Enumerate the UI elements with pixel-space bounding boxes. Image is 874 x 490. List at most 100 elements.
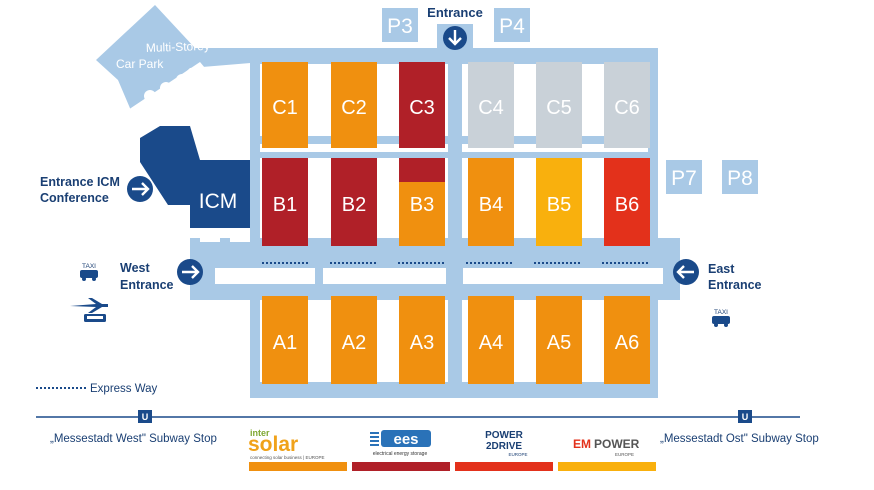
hall-block	[331, 296, 377, 384]
hall-c5[interactable]: C5	[536, 62, 582, 148]
exhibition-color-bars	[249, 462, 656, 471]
subway-east-letter: U	[742, 412, 749, 422]
hall-block	[604, 62, 650, 148]
subway-east-label: „Messestadt Ost" Subway Stop	[660, 433, 819, 445]
west-entrance[interactable]	[177, 259, 203, 285]
hall-b2[interactable]: B2	[331, 158, 377, 246]
hall-label: B3	[410, 194, 434, 216]
svg-text:inter: inter	[250, 428, 270, 438]
subway-east-icon	[738, 410, 752, 423]
subway-west-icon	[138, 410, 152, 423]
power2drive-logo: POWER 2DRIVE EUROPE	[485, 430, 527, 457]
parking-label: P3	[387, 15, 413, 38]
hall-block	[604, 158, 650, 246]
hall-label: B6	[615, 194, 639, 216]
hall-block	[536, 62, 582, 148]
hall-a3[interactable]: A3	[399, 296, 445, 384]
empower-logo: EM POWER EUROPE	[573, 437, 640, 457]
hall-block	[262, 158, 308, 246]
east-label: East	[708, 262, 735, 276]
south-corridor	[250, 382, 658, 398]
hall-label: B2	[342, 194, 366, 216]
hall-label: B1	[273, 194, 297, 216]
top-entrance[interactable]	[437, 24, 473, 50]
hall-label: C2	[341, 97, 367, 119]
power2drive-color-bar	[455, 462, 553, 471]
b-connector	[260, 152, 658, 158]
intersolar-logo: inter solar connecting solar business | …	[248, 428, 324, 460]
hall-label: B4	[479, 194, 503, 216]
svg-text:EUROPE: EUROPE	[615, 452, 634, 457]
entrance-icm-label: Entrance ICM	[40, 175, 120, 189]
hall-block	[604, 296, 650, 384]
intersolar-color-bar	[249, 462, 347, 471]
hall-b6[interactable]: B6	[604, 158, 650, 246]
hall-c2[interactable]: C2	[331, 62, 377, 148]
hall-label: A1	[273, 332, 297, 354]
svg-text:2DRIVE: 2DRIVE	[486, 441, 522, 452]
svg-text:POWER: POWER	[594, 437, 640, 451]
hall-c1[interactable]: C1	[262, 62, 308, 148]
ees-color-bar	[352, 462, 450, 471]
empower-color-bar	[558, 462, 656, 471]
c-b-connector	[260, 136, 658, 144]
parking-p4[interactable]: P4	[494, 8, 530, 42]
car-park-label-1: Multi-Storey	[146, 39, 210, 55]
parking-label: P7	[671, 167, 697, 190]
hall-a4[interactable]: A4	[468, 296, 514, 384]
parking-p3[interactable]: P3	[382, 8, 418, 42]
walkway	[323, 268, 446, 284]
taxi-west-label: TAXI	[82, 263, 96, 270]
hall-b5[interactable]: B5	[536, 158, 582, 246]
hall-block	[399, 296, 445, 384]
hall-c4[interactable]: C4	[468, 62, 514, 148]
hall-b4[interactable]: B4	[468, 158, 514, 246]
east-entrance-label: Entrance	[708, 278, 762, 292]
hall-c6[interactable]: C6	[604, 62, 650, 148]
parking-p8[interactable]: P8	[722, 160, 758, 194]
parking-label: P4	[499, 15, 525, 38]
hall-label: A4	[479, 332, 503, 354]
svg-text:EM: EM	[573, 437, 591, 451]
subway-west-letter: U	[142, 412, 149, 422]
hall-label: C1	[272, 97, 298, 119]
hall-a1[interactable]: A1	[262, 296, 308, 384]
airplane-icon	[70, 298, 108, 313]
hall-a5[interactable]: A5	[536, 296, 582, 384]
hall-label: A6	[615, 332, 639, 354]
hall-label: C3	[409, 97, 435, 119]
express-way-label: Express Way	[90, 383, 158, 395]
svg-text:POWER: POWER	[485, 430, 524, 441]
taxi-icon	[712, 316, 730, 327]
west-entrance-label: Entrance	[120, 278, 174, 292]
hall-a2[interactable]: A2	[331, 296, 377, 384]
east-entrance[interactable]	[673, 259, 699, 285]
hall-block	[536, 158, 582, 246]
icm-building	[140, 126, 250, 228]
hall-label: A3	[410, 332, 434, 354]
hall-label: A5	[547, 332, 571, 354]
hall-label: C6	[614, 97, 640, 119]
north-strip	[260, 62, 658, 64]
hall-label: B5	[547, 194, 571, 216]
icm-entrance[interactable]	[127, 176, 153, 202]
hall-block	[536, 296, 582, 384]
icm-step	[230, 234, 250, 242]
svg-text:ees: ees	[393, 431, 418, 448]
svg-text:connecting solar business | EU: connecting solar business | EUROPE	[250, 455, 324, 460]
hall-block-upper	[399, 158, 445, 182]
hall-a6[interactable]: A6	[604, 296, 650, 384]
parking-p7[interactable]: P7	[666, 160, 702, 194]
hall-b1[interactable]: B1	[262, 158, 308, 246]
icm-label: ICM	[199, 190, 238, 213]
hall-b3[interactable]: B3	[399, 158, 445, 246]
hall-c3[interactable]: C3	[399, 62, 445, 148]
parking-label: P8	[727, 167, 753, 190]
svg-text:electrical energy storage: electrical energy storage	[373, 451, 428, 457]
multi-storey-car-park	[96, 5, 262, 130]
hall-label: C4	[478, 97, 504, 119]
